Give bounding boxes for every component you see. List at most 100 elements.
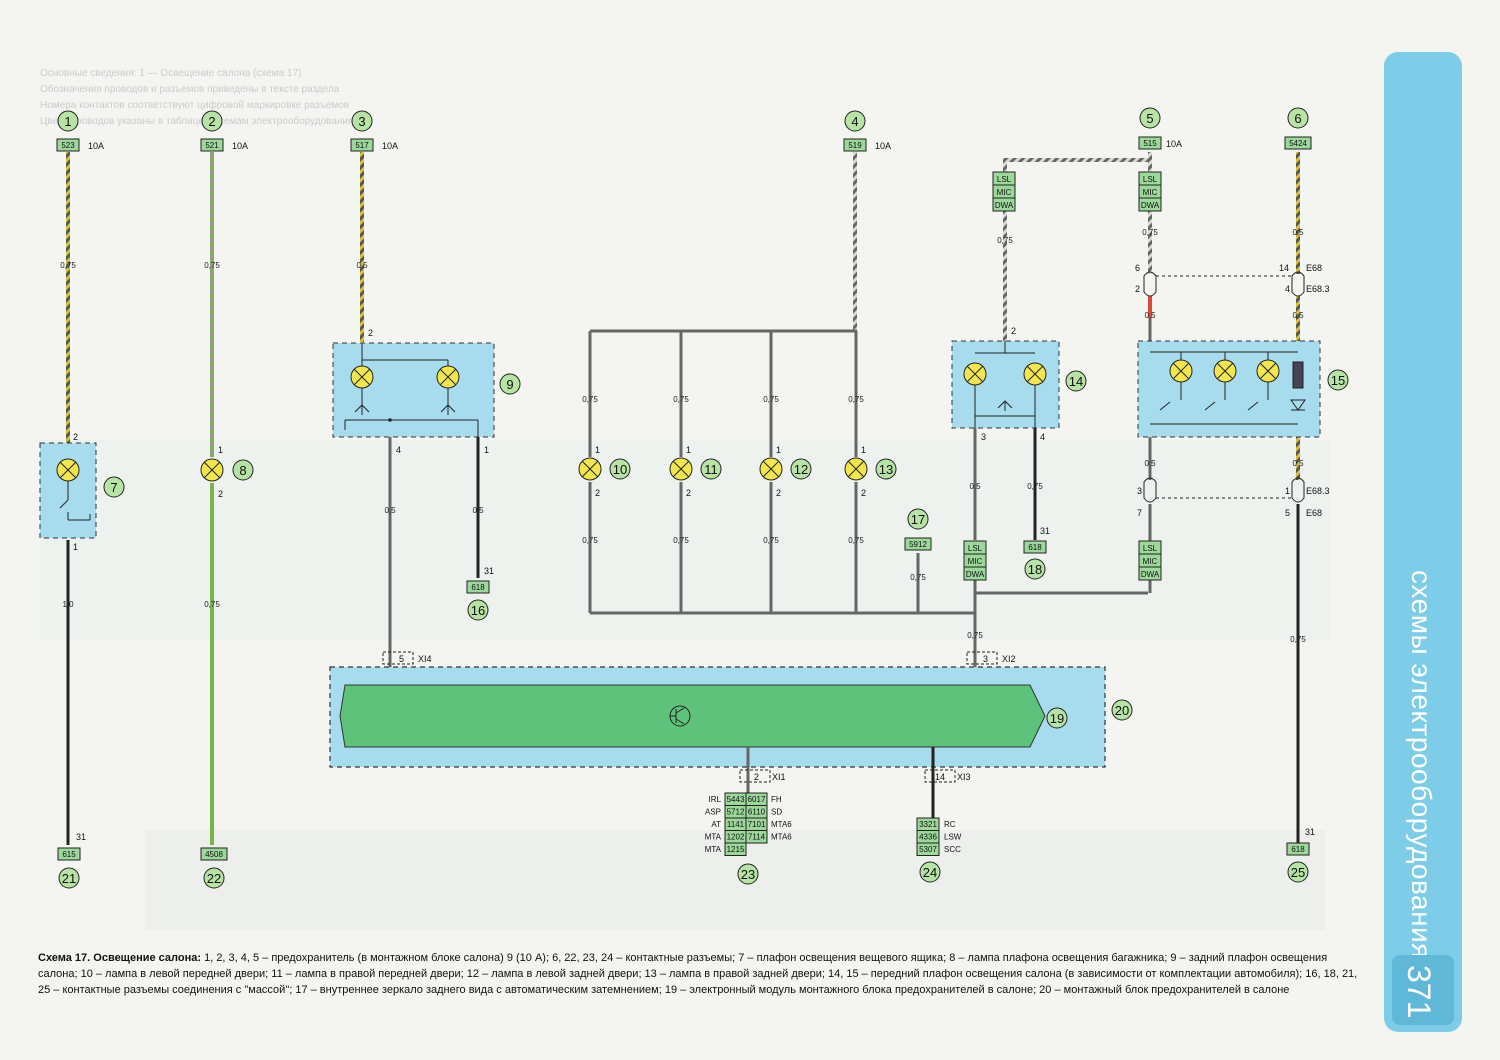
e68-label: E68 (1306, 508, 1322, 518)
caption-title: Схема 17. Освещение салона: (38, 952, 202, 964)
ground-code: 618 (1028, 543, 1042, 552)
component-number-circle (1065, 370, 1087, 392)
pin-label: 1 (73, 542, 78, 552)
component-number: 11 (704, 462, 718, 477)
figure-caption: Схема 17. Освещение салона: 1, 2, 3, 4, … (38, 950, 1358, 998)
component-number-circle (790, 458, 812, 480)
component-number: 9 (506, 377, 513, 392)
pin-label: 2 (754, 772, 759, 782)
pin-label: 2 (861, 488, 866, 498)
component-number-circle (499, 373, 521, 395)
wire-gauge: 0,5 (1144, 459, 1156, 468)
component-number-circle (907, 508, 929, 530)
component-number: 24 (923, 865, 937, 880)
door-lamp-11 (669, 457, 693, 481)
fuse-rating: 10A (88, 141, 104, 151)
pin-label: 31 (1040, 526, 1050, 536)
wire-gauge: 0,75 (582, 536, 598, 545)
pin-label: 6 (1135, 263, 1140, 273)
ground-code: 4508 (205, 850, 223, 859)
xi3-label: XI3 (957, 772, 971, 782)
header-line: Основные сведения: 1 — Освещение салона … (40, 68, 301, 79)
pin-label: 2 (368, 328, 373, 338)
wire-gauge: 0,75 (204, 261, 220, 270)
connector-code: 5443 (727, 795, 745, 804)
fuse-code: 517 (355, 141, 369, 150)
pin-labels: 2 1 1 2 2 4 1 1 2 1 2 1 2 1 2 2 3 4 6 2 … (73, 263, 1290, 552)
option-mic: MIC (968, 557, 983, 566)
xi2-connector (966, 651, 998, 665)
pin-label: 2 (776, 488, 781, 498)
signal-label: MTA (705, 833, 722, 842)
fuse-number: 1 (64, 114, 71, 129)
xi3-connector (924, 769, 956, 783)
option-dwa: DWA (995, 201, 1014, 210)
component-number: 23 (741, 867, 755, 882)
option-dwa: DWA (1141, 570, 1160, 579)
fuse-2: 2 521 10A (200, 110, 248, 152)
wire-gauge: 0,75 (763, 536, 779, 545)
pin-label: 1 (595, 445, 600, 455)
wire-gauge: 0,5 (969, 482, 981, 491)
connector-cell (724, 842, 747, 856)
pin-label: 1 (484, 445, 489, 455)
component-number: 20 (1115, 703, 1129, 718)
signal-label: MTA (705, 845, 722, 854)
option-box-mid-left: LSL MIC DWA (963, 540, 987, 581)
component-number-circle (203, 867, 225, 889)
component-number: 22 (207, 871, 221, 886)
header-line: Обозначения проводов и разъемов приведен… (40, 83, 340, 95)
option-dwa: DWA (966, 570, 985, 579)
pin-label: 1 (218, 445, 223, 455)
pin-label: 7 (1137, 508, 1142, 518)
glovebox-light-7 (39, 442, 97, 539)
component-number-circle (1111, 699, 1133, 721)
option-lsl: LSL (1143, 544, 1158, 553)
option-mic: MIC (1143, 557, 1158, 566)
component-number-circle (103, 476, 125, 498)
option-lsl: LSL (997, 175, 1012, 184)
component-number: 8 (239, 463, 246, 478)
component-number: 21 (62, 871, 76, 886)
signal-label: MTA6 (771, 833, 792, 842)
signal-label: SCC (944, 845, 961, 854)
component-number: 12 (794, 462, 808, 477)
component-number-circle (700, 458, 722, 480)
signal-label: RC (944, 820, 956, 829)
wire-gauge: 0,75 (1290, 635, 1306, 644)
pin-label: 4 (1285, 284, 1290, 294)
wire-gauge: 0,75 (673, 395, 689, 404)
pin-label: 31 (1305, 827, 1315, 837)
ground-code: 618 (1291, 845, 1305, 854)
component-number-circle (1327, 369, 1349, 391)
option-lsl: LSL (1143, 175, 1158, 184)
wire-gauge: 0,75 (582, 395, 598, 404)
option-box-top-right: LSL MIC DWA (1138, 171, 1162, 212)
pin-label: 14 (1279, 263, 1289, 273)
pin-label: 2 (1011, 326, 1016, 336)
fuse-rating: 10A (232, 141, 248, 151)
wire-gauge: 0,75 (848, 395, 864, 404)
fuse-3: 3 517 10A (350, 110, 398, 152)
xi1-label: XI1 (772, 772, 786, 782)
wire-gauge: 0,5 (384, 506, 396, 515)
front-plafond-15 (1137, 340, 1321, 438)
component-number: 16 (471, 603, 485, 618)
fuse-number: 2 (208, 114, 215, 129)
component-number-circle (1046, 707, 1068, 729)
component-number-circle (875, 458, 897, 480)
fuse-block-20 (329, 666, 1106, 768)
component-number: 19 (1050, 711, 1064, 726)
ground-25: 618 31 (1286, 827, 1315, 856)
connector-6: 6 5424 (1284, 107, 1312, 150)
wire-gauge: 0,75 (763, 395, 779, 404)
xi2-label: XI2 (1002, 654, 1016, 664)
wire-gauge: 0,75 (60, 261, 76, 270)
pin-label: 14 (935, 772, 945, 782)
fuse-number: 4 (851, 114, 858, 129)
connector-code: 4336 (919, 833, 937, 842)
pin-label: 5 (399, 654, 404, 664)
connector-code: 7114 (748, 833, 766, 842)
front-plafond-14 (951, 340, 1060, 429)
